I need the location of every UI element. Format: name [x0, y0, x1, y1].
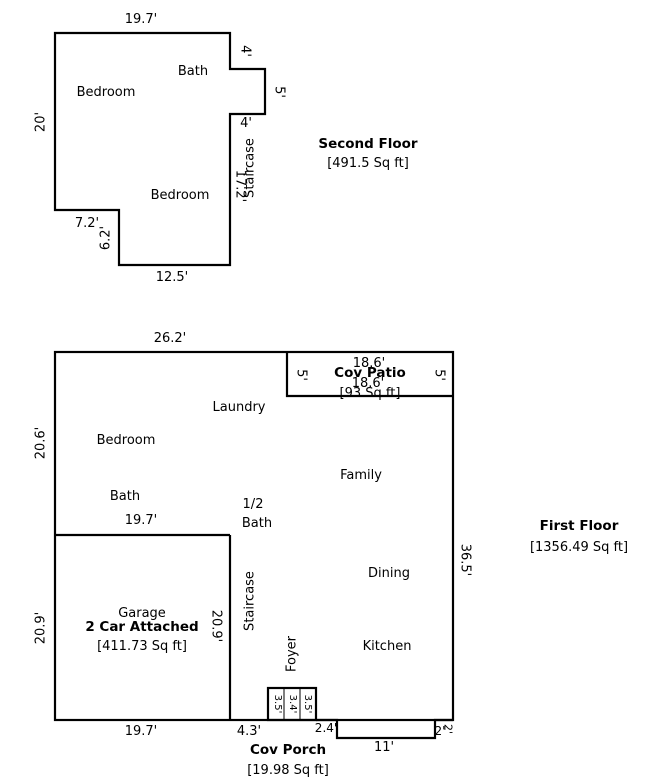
garage-label: Garage [118, 606, 166, 621]
foyer-box-dim-2: 3.4' [287, 694, 298, 714]
kitchen-label: Kitchen [362, 639, 412, 654]
first-floor-mid-dim: 19.7' [124, 513, 158, 528]
porch-title: Cov Porch [249, 742, 327, 758]
porch-outline [316, 718, 453, 740]
second-floor-notch-right-dim: 5' [271, 86, 287, 98]
patio-left-dim: 5' [293, 369, 309, 381]
second-floor-bath-label: Bath [177, 64, 209, 79]
second-floor-stair-dim: 17.2' [232, 169, 248, 203]
garage-type-label: 2 Car Attached [85, 619, 199, 635]
second-floor-top-dim: 19.7' [124, 12, 158, 27]
second-floor-step-height-dim: 6.2' [98, 225, 114, 251]
first-floor-bath-label: Bath [109, 489, 141, 504]
first-floor-bedroom-label: Bedroom [96, 433, 156, 448]
porch-step-height-dim: 2' [441, 723, 455, 735]
foyer-box [266, 686, 318, 722]
porch-left-dim: 4.3' [236, 724, 262, 739]
foyer-label: Foyer [284, 635, 300, 673]
second-floor-step-width-dim: 7.2' [74, 216, 100, 231]
patio-top-dim: 18.6' [352, 356, 386, 371]
second-floor-left-dim: 20' [33, 111, 49, 133]
second-floor-outline [53, 31, 267, 267]
second-floor-bedroom-label-2: Bedroom [150, 188, 210, 203]
foyer-box-dim-1: 3.5' [272, 694, 283, 714]
first-floor-area: [1356.49 Sq ft] [529, 540, 629, 555]
patio-area: [93 Sq ft] [339, 386, 401, 401]
second-floor-bottom-dim: 12.5' [155, 270, 189, 285]
half-bath-label-1: 1/2 [242, 497, 264, 512]
second-floor-bedroom-label-1: Bedroom [76, 85, 136, 100]
porch-step-left-dim: 2.4' [314, 721, 338, 735]
porch-bottom-dim: 11' [373, 740, 395, 755]
patio-outline [285, 352, 453, 398]
second-floor-notch-top-dim: 4' [237, 45, 253, 57]
porch-area: [19.98 Sq ft] [247, 763, 329, 778]
garage-bottom-dim: 19.7' [124, 724, 158, 739]
laundry-label: Laundry [212, 400, 266, 415]
second-floor-title: Second Floor [318, 136, 418, 152]
first-floor-left-lower-dim: 20.9' [33, 611, 49, 645]
first-floor-left-upper-dim: 20.6' [33, 426, 49, 460]
half-bath-label-2: Bath [241, 516, 273, 531]
patio-title: Cov Patio [334, 365, 406, 381]
patio-bottom-dim: 18.6' [351, 376, 385, 391]
first-floor-title: First Floor [539, 518, 619, 534]
first-floor-staircase-label: Staircase [242, 571, 258, 631]
porch-step-right-dim: 2' [434, 724, 446, 738]
family-label: Family [340, 468, 382, 483]
second-floor-notch-bottom-dim: 4' [240, 116, 252, 131]
second-floor-area: [491.5 Sq ft] [327, 156, 409, 171]
patio-right-dim: 5' [431, 369, 447, 381]
garage-area: [411.73 Sq ft] [97, 639, 187, 654]
foyer-box-dim-3: 3.5' [302, 694, 313, 714]
garage-right-dim: 20.9' [208, 609, 224, 643]
first-floor-right-dim: 36.5' [457, 543, 473, 577]
first-floor-top-dim: 26.2' [153, 331, 187, 346]
dining-label: Dining [368, 566, 410, 581]
